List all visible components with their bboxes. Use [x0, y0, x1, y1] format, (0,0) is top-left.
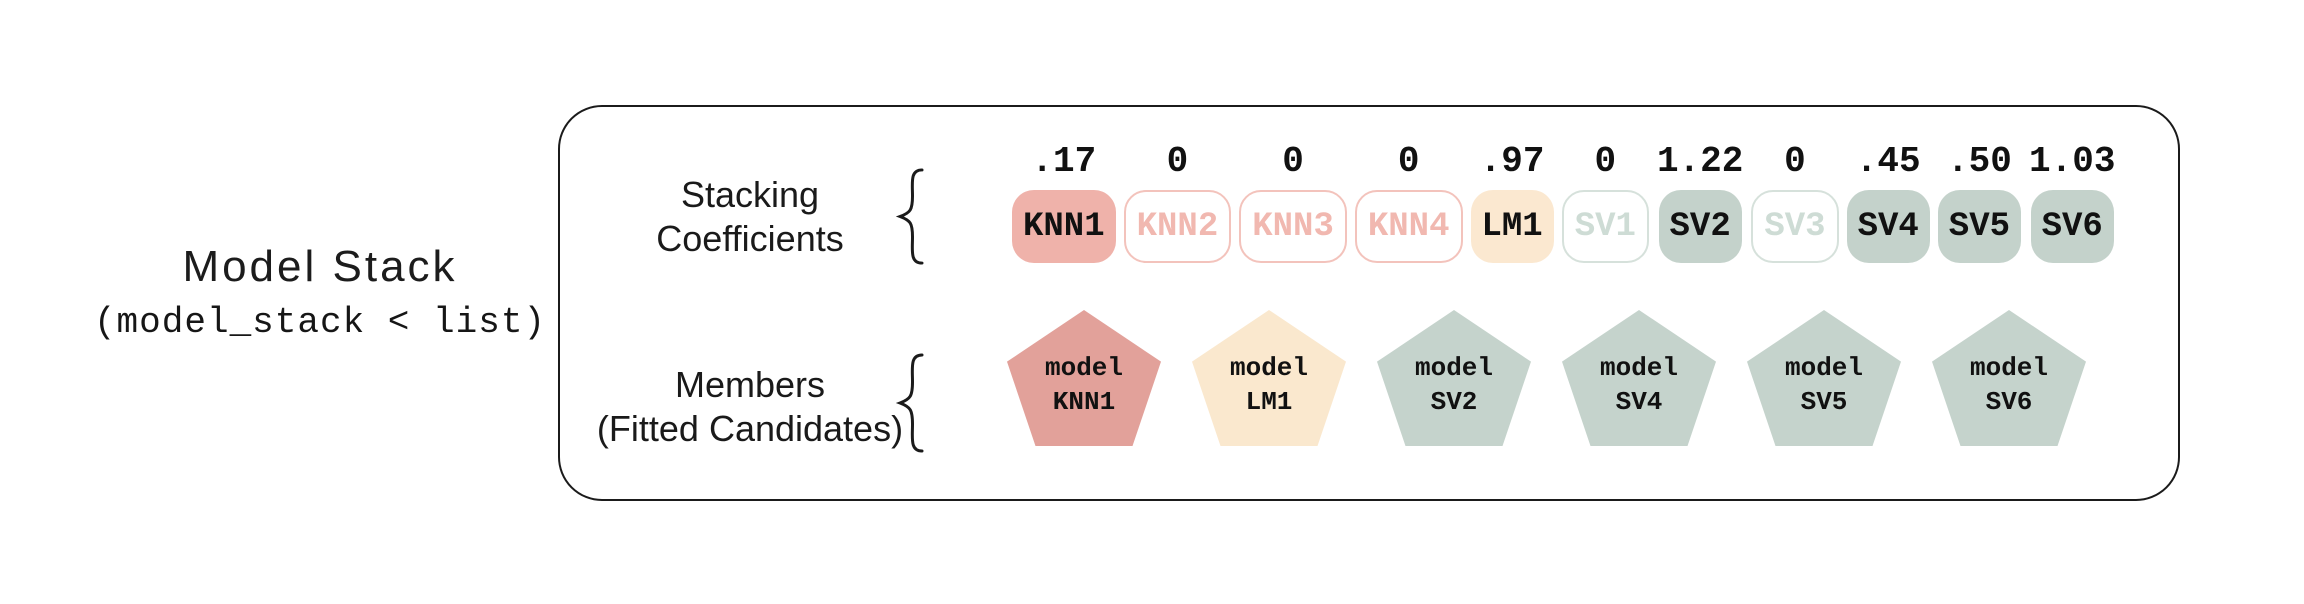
member-pentagon-line1: model — [1414, 353, 1493, 383]
member-pentagon-line2: SV2 — [1430, 387, 1478, 417]
member-pentagon-line2: SV6 — [1985, 387, 2033, 417]
candidate-chip: SV1 — [1561, 190, 1649, 263]
member-pentagon: model SV5 — [1747, 310, 1901, 446]
candidate-chip: SV4 — [1846, 190, 1930, 263]
member-pentagon: model SV2 — [1377, 310, 1531, 446]
candidate-chip: KNN1 — [1012, 190, 1116, 263]
candidate-chip: SV5 — [1937, 190, 2022, 263]
coefficient-item: .97 LM1 — [1470, 141, 1554, 263]
member-pentagon: model SV6 — [1932, 310, 2086, 446]
member-pentagon-line1: model — [1229, 353, 1308, 383]
coefficient-value: 0 — [1784, 141, 1806, 182]
member-pentagon-line2: KNN1 — [1052, 387, 1116, 417]
members-row: model KNN1 model LM1 model SV2 model SV4… — [1007, 310, 2086, 446]
coefficient-value: 1.22 — [1656, 141, 1744, 182]
coefficient-item: .45 SV4 — [1846, 141, 1930, 263]
candidate-chip: KNN4 — [1354, 190, 1463, 263]
stacking-coefficients-label-line2: Coefficients — [656, 218, 844, 259]
coefficient-item: .17 KNN1 — [1012, 142, 1116, 263]
figure-title-block: Model Stack (model_stack < list) — [30, 242, 610, 343]
coefficient-item: 1.22 SV2 — [1657, 142, 1743, 263]
member-pentagon-line2: SV4 — [1615, 387, 1663, 417]
candidate-chip: SV2 — [1658, 190, 1742, 263]
title-code-annotation: (model_stack < list) — [93, 302, 547, 343]
coefficient-item: 1.03 SV6 — [2029, 142, 2115, 263]
stacking-coefficients-label: Stacking Coefficients — [590, 173, 910, 261]
coefficient-item: 0 SV3 — [1751, 141, 1839, 263]
member-pentagon-line1: model — [1044, 353, 1123, 383]
members-label: Members (Fitted Candidates) — [570, 363, 930, 451]
candidate-chip: LM1 — [1470, 190, 1554, 263]
member-pentagon-line1: model — [1599, 353, 1678, 383]
coefficients-row: .17 KNN1 0 KNN2 0 KNN3 0 KNN4 .97 LM1 0 … — [1012, 142, 2115, 263]
member-pentagon: model KNN1 — [1007, 310, 1161, 446]
page-title: Model Stack — [182, 242, 458, 291]
coefficient-item: .50 SV5 — [1937, 141, 2022, 263]
member-pentagon-line1: model — [1784, 353, 1863, 383]
coefficient-value: 0 — [1282, 141, 1304, 182]
stacking-coefficients-label-line1: Stacking — [680, 174, 820, 215]
member-pentagon-line2: LM1 — [1245, 387, 1293, 417]
coefficient-value: .17 — [1031, 141, 1097, 182]
candidate-chip: KNN2 — [1123, 190, 1232, 263]
coefficient-value: 0 — [1166, 141, 1189, 182]
members-label-line1: Members — [674, 364, 826, 405]
coefficient-item: 0 KNN3 — [1239, 142, 1347, 263]
member-pentagon: model SV4 — [1562, 310, 1716, 446]
curly-brace-icon — [894, 168, 924, 265]
coefficient-value: 1.03 — [2029, 141, 2116, 182]
coefficient-item: 0 KNN2 — [1123, 141, 1232, 263]
coefficient-value: 0 — [1397, 141, 1420, 182]
candidate-chip: SV6 — [2030, 190, 2114, 263]
member-pentagon: model LM1 — [1192, 310, 1346, 446]
member-pentagon-line2: SV5 — [1800, 387, 1848, 417]
coefficient-value: .45 — [1855, 141, 1921, 182]
coefficient-value: .97 — [1479, 141, 1545, 182]
candidate-chip: KNN3 — [1239, 190, 1347, 263]
coefficient-item: 0 SV1 — [1561, 141, 1649, 263]
members-label-line2: (Fitted Candidates) — [596, 408, 904, 449]
candidate-chip: SV3 — [1751, 190, 1839, 263]
coefficient-value: .50 — [1947, 141, 2012, 182]
coefficient-item: 0 KNN4 — [1354, 141, 1463, 263]
curly-brace-icon — [894, 353, 924, 453]
model-stack-panel: Stacking Coefficients .17 KNN1 0 KNN2 0 … — [558, 105, 2180, 501]
coefficient-value: 0 — [1594, 141, 1617, 182]
member-pentagon-line1: model — [1969, 353, 2048, 383]
